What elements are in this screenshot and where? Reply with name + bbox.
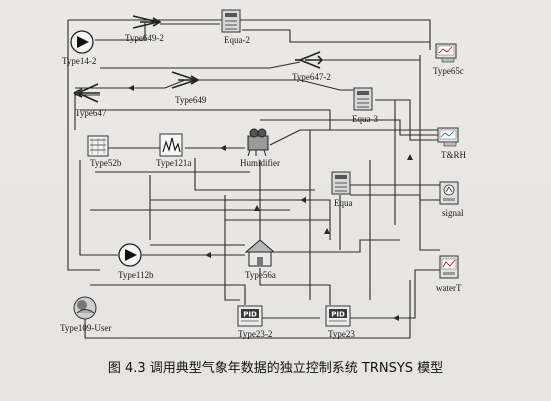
wire-type112b-left	[79, 160, 118, 256]
wire-outer-top	[68, 19, 431, 50]
wire-type649-row	[75, 79, 186, 89]
wire-type23-right	[350, 269, 440, 319]
wire-type647-2-out	[318, 55, 421, 61]
label-type647-2: Type647-2	[292, 72, 331, 82]
label-type121a: Type121a	[156, 158, 192, 168]
wire-right-vert1	[419, 60, 440, 251]
wire-type121a-down	[194, 158, 315, 191]
wire-type649-out	[195, 79, 360, 91]
label-water-t: waterT	[436, 283, 462, 293]
wire-row-120	[260, 119, 440, 136]
wire-humid-trh	[269, 129, 440, 146]
wire-row-285	[90, 284, 246, 305]
label-type14-2: Type14-2	[62, 56, 97, 66]
type121a-heater-icon[interactable]	[159, 133, 183, 157]
label-type109-user: Type109-User	[60, 323, 112, 333]
equa-2-calculator-icon[interactable]	[221, 9, 241, 33]
type14-2-pump-icon[interactable]	[70, 30, 94, 54]
type649-2-mixer-icon[interactable]	[132, 15, 162, 29]
label-equa: Equa	[334, 198, 353, 208]
type23-pid-controller-icon[interactable]: PID	[325, 305, 351, 327]
humidifier-icon[interactable]	[247, 128, 269, 157]
type23-pid-label: PID	[331, 311, 345, 319]
type112b-pump-icon[interactable]	[118, 243, 142, 267]
wire-arrows	[128, 85, 413, 321]
wire-outer-left	[67, 20, 100, 271]
label-equa-3: Equa-3	[352, 114, 378, 124]
type23-2-pid-label: PID	[243, 311, 257, 319]
wire-equa-2-type65c	[242, 29, 430, 43]
wire-type56a-down	[259, 268, 331, 305]
figure-caption: 图 4.3 调用典型气象年数据的独立控制系统 TRNSYS 模型	[107, 361, 444, 376]
label-type56a: Type56a	[245, 270, 276, 280]
water-t-plotter-icon[interactable]	[439, 255, 459, 279]
t-rh-plotter-icon[interactable]	[437, 127, 459, 147]
type647-2-diverter-icon[interactable]	[295, 51, 324, 69]
connection-wires	[67, 19, 440, 339]
wire-type56a-right	[275, 239, 400, 253]
label-equa-2: Equa-2	[224, 35, 250, 45]
signal-plotter-icon[interactable]	[439, 181, 459, 205]
label-type112b: Type112b	[118, 270, 154, 280]
label-type65c: Type65c	[433, 66, 464, 76]
equa-3-calculator-icon[interactable]	[353, 87, 373, 111]
type23-2-pid-controller-icon[interactable]: PID	[237, 305, 263, 327]
label-type23: Type23	[328, 329, 355, 339]
label-type649-2: Type649-2	[125, 33, 164, 43]
wire-mid-h1	[150, 199, 331, 240]
type109-user-weather-icon[interactable]	[73, 296, 97, 320]
label-type649: Type649	[175, 95, 207, 105]
type649-mixer-icon[interactable]	[171, 71, 200, 89]
wire-type647-2-in	[100, 61, 301, 69]
label-type23-2: Type23-2	[238, 329, 273, 339]
type65c-plotter-icon[interactable]	[435, 43, 457, 63]
label-signal: signal	[442, 208, 464, 218]
type56a-building-icon[interactable]	[244, 239, 276, 267]
wire-type647-left	[74, 94, 100, 130]
type647-diverter-icon[interactable]	[73, 83, 100, 103]
wire-row-110	[80, 109, 331, 130]
wire-equa3-out	[375, 99, 440, 141]
label-t-rh: T&RH	[441, 150, 467, 160]
label-type647: Type647	[75, 108, 107, 118]
equa-calculator-icon[interactable]	[331, 171, 351, 195]
label-type52b: Type52b	[90, 158, 122, 168]
type52b-cooling-coil-icon[interactable]	[87, 135, 109, 157]
wire-vert-225	[224, 195, 240, 301]
wire-type14-type649-2	[95, 22, 146, 41]
label-humidifier: Humidifier	[240, 158, 280, 168]
